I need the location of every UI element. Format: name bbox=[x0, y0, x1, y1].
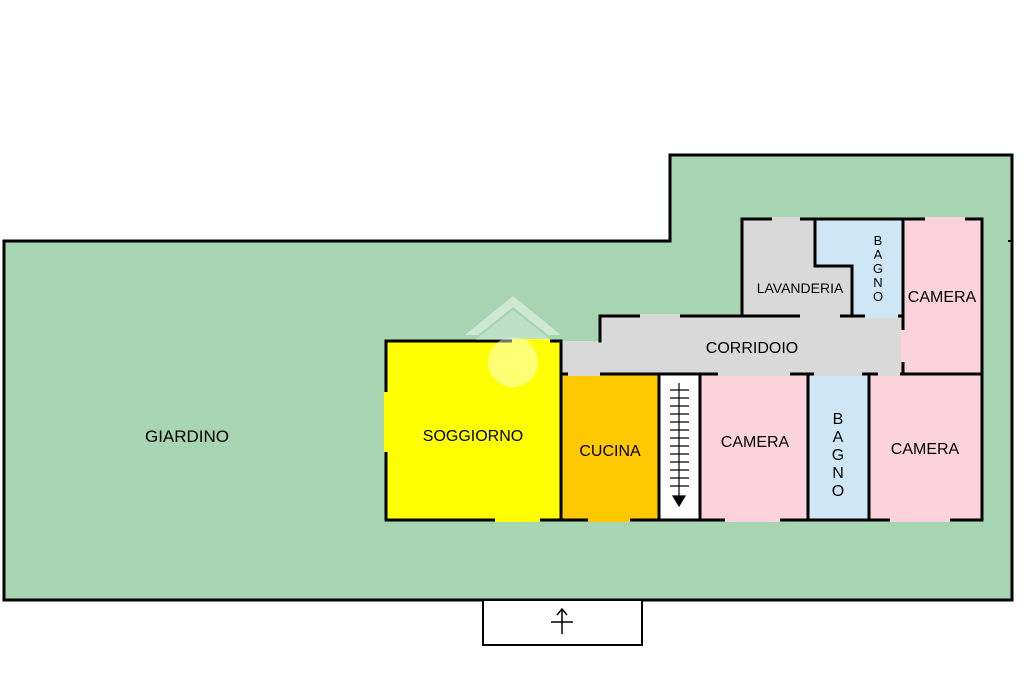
label-camera-3: CAMERA bbox=[908, 289, 977, 306]
label-giardino: GIARDINO bbox=[145, 427, 229, 446]
room-camera-1 bbox=[700, 374, 808, 520]
entrance-arrow-up-icon bbox=[551, 607, 573, 634]
label-lavanderia: LAVANDERIA bbox=[757, 280, 844, 296]
label-soggiorno: SOGGIORNO bbox=[423, 428, 523, 445]
room-corridoio bbox=[561, 316, 903, 374]
room-bagno-2 bbox=[815, 219, 903, 316]
label-corridoio: CORRIDOIO bbox=[706, 340, 798, 357]
room-bagno-1 bbox=[808, 374, 869, 520]
label-cucina: CUCINA bbox=[579, 443, 641, 460]
room-cucina bbox=[561, 374, 659, 520]
stair-arrow-down-icon bbox=[670, 383, 689, 508]
room-soggiorno bbox=[386, 341, 561, 520]
door-openings bbox=[384, 217, 965, 522]
label-camera-1: CAMERA bbox=[721, 434, 790, 451]
room-lavanderia bbox=[742, 219, 852, 316]
room-camera-3 bbox=[903, 219, 982, 374]
house-watermark-icon bbox=[465, 296, 561, 387]
label-camera-2: CAMERA bbox=[891, 441, 960, 458]
room-camera-2 bbox=[869, 374, 982, 520]
